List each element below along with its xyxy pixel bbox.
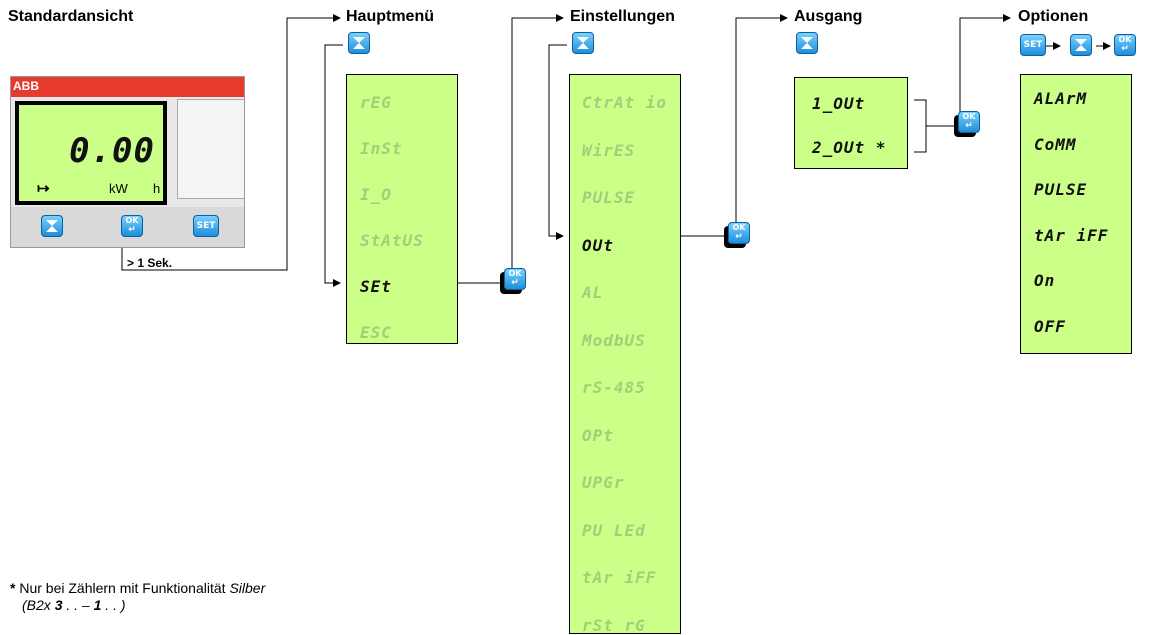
enter-icon: ↵ — [1121, 44, 1129, 54]
footnote-text: Nur bei Zählern mit Funktionalität — [15, 580, 230, 596]
optionen-ok-button[interactable]: OK ↵ — [1114, 34, 1136, 56]
optionen-item: tAr iFF — [1034, 225, 1109, 245]
footnote-code-3: 3 — [54, 597, 63, 613]
einstellungen-item: OPt — [582, 425, 614, 445]
footnote-code-1: 1 — [93, 597, 102, 613]
einstellungen-item: tAr iFF — [582, 568, 657, 587]
ok-label: OK — [732, 223, 746, 232]
hauptmenu-item: I_O — [360, 185, 392, 204]
einstellungen-item: PU LEd — [582, 520, 646, 540]
meter-brand-bar: ABB — [11, 77, 244, 97]
ok-label: OK — [125, 216, 139, 225]
ausgang-ok-button[interactable]: OK ↵ — [958, 111, 980, 133]
hauptmenu-item: InSt — [360, 139, 403, 158]
einstellungen-down-button[interactable] — [572, 32, 594, 54]
einstellungen-item: OUt — [582, 235, 614, 255]
ausgang-item: 1_OUt — [812, 94, 866, 113]
bracket-hauptmenu — [324, 44, 343, 287]
hauptmenu-item: StAtUS — [360, 231, 424, 250]
footnote-code-mid: . . – — [62, 597, 94, 613]
heading-optionen: Optionen — [1018, 8, 1089, 25]
arrow-to-einstellungen — [458, 14, 564, 284]
meter-reading: 0.00 — [69, 131, 155, 171]
optionen-item: OFF — [1034, 316, 1066, 336]
optionen-item: CoMM — [1034, 134, 1077, 154]
footnote-silber: Silber — [229, 580, 266, 596]
heading-hauptmenu: Hauptmenü — [346, 8, 434, 25]
arrow-to-hauptmenu — [121, 14, 341, 271]
export-arrow-icon: ↦ — [37, 180, 50, 197]
optionen-item: PULSE — [1034, 180, 1088, 199]
ok-label: OK — [962, 112, 976, 121]
abb-logo: ABB — [13, 79, 39, 93]
meter-unit-suffix: h — [153, 181, 161, 196]
ok-label: OK — [1118, 35, 1132, 44]
footnote-code-pre: (B2x — [22, 597, 55, 613]
enter-icon: ↵ — [128, 225, 136, 235]
einstellungen-item: CtrAt io — [582, 93, 668, 112]
meter-side-panel — [177, 99, 244, 199]
ausgang-panel — [794, 77, 908, 169]
meter-button-bar: OK ↵ SET — [11, 207, 244, 247]
footnote-line-2: (B2x 3 . . – 1 . . ) — [22, 597, 126, 613]
meter-ok-button[interactable]: OK ↵ — [121, 215, 143, 237]
hauptmenu-item: ESC — [360, 323, 392, 342]
heading-standardansicht: Standardansicht — [8, 8, 134, 25]
ausgang-down-button[interactable] — [796, 32, 818, 54]
heading-ausgang: Ausgang — [794, 8, 863, 25]
optionen-down-button[interactable] — [1070, 34, 1092, 56]
einstellungen-ok-button[interactable]: OK ↵ — [728, 222, 750, 244]
einstellungen-item: rS-485 — [582, 378, 646, 397]
optionen-panel — [1020, 74, 1132, 354]
bracket-einstellungen — [548, 44, 567, 240]
einstellungen-item: ModbUS — [582, 330, 646, 350]
meter-set-button[interactable]: SET — [193, 215, 219, 237]
optionen-item: ALArM — [1034, 89, 1088, 108]
enter-icon: ↵ — [965, 121, 973, 131]
set-label: SET — [196, 221, 216, 231]
hold-duration-label: > 1 Sek. — [127, 256, 173, 270]
enter-icon: ↵ — [511, 278, 519, 288]
hauptmenu-down-button[interactable] — [348, 32, 370, 54]
arrow-to-optionen — [926, 14, 1011, 127]
arrow-to-ausgang — [681, 14, 788, 237]
footnote-code-post: . . ) — [101, 597, 126, 613]
meter-down-button[interactable] — [41, 215, 63, 237]
footnote-line-1: * Nur bei Zählern mit Funktionalität Sil… — [10, 580, 265, 596]
hauptmenu-panel — [346, 74, 458, 344]
einstellungen-panel — [569, 74, 681, 634]
einstellungen-item: PULSE — [582, 188, 636, 207]
enter-icon: ↵ — [735, 232, 743, 242]
einstellungen-item: UPGr — [582, 473, 625, 492]
energy-meter: ABB 0.00 ↦ kW h OK ↵ SET — [10, 76, 245, 248]
einstellungen-item: AL — [582, 283, 604, 302]
einstellungen-item: rSt rG — [582, 615, 646, 635]
hauptmenu-item: rEG — [360, 93, 392, 112]
optionen-set-button[interactable]: SET — [1020, 34, 1046, 56]
einstellungen-item: WirES — [582, 140, 636, 160]
footnote-asterisk: * — [10, 580, 16, 596]
ausgang-item: 2_OUt * — [812, 138, 887, 157]
meter-display: 0.00 ↦ kW h — [15, 101, 167, 205]
meter-unit: kW — [109, 181, 128, 196]
hauptmenu-ok-button[interactable]: OK ↵ — [504, 268, 526, 290]
set-label: SET — [1023, 40, 1043, 50]
ok-label: OK — [508, 269, 522, 278]
hauptmenu-item: SEt — [360, 277, 392, 296]
bracket-ausgang-right — [914, 99, 927, 153]
heading-einstellungen: Einstellungen — [570, 8, 675, 25]
optionen-item: On — [1034, 271, 1056, 290]
connector-lines — [121, 14, 1111, 287]
